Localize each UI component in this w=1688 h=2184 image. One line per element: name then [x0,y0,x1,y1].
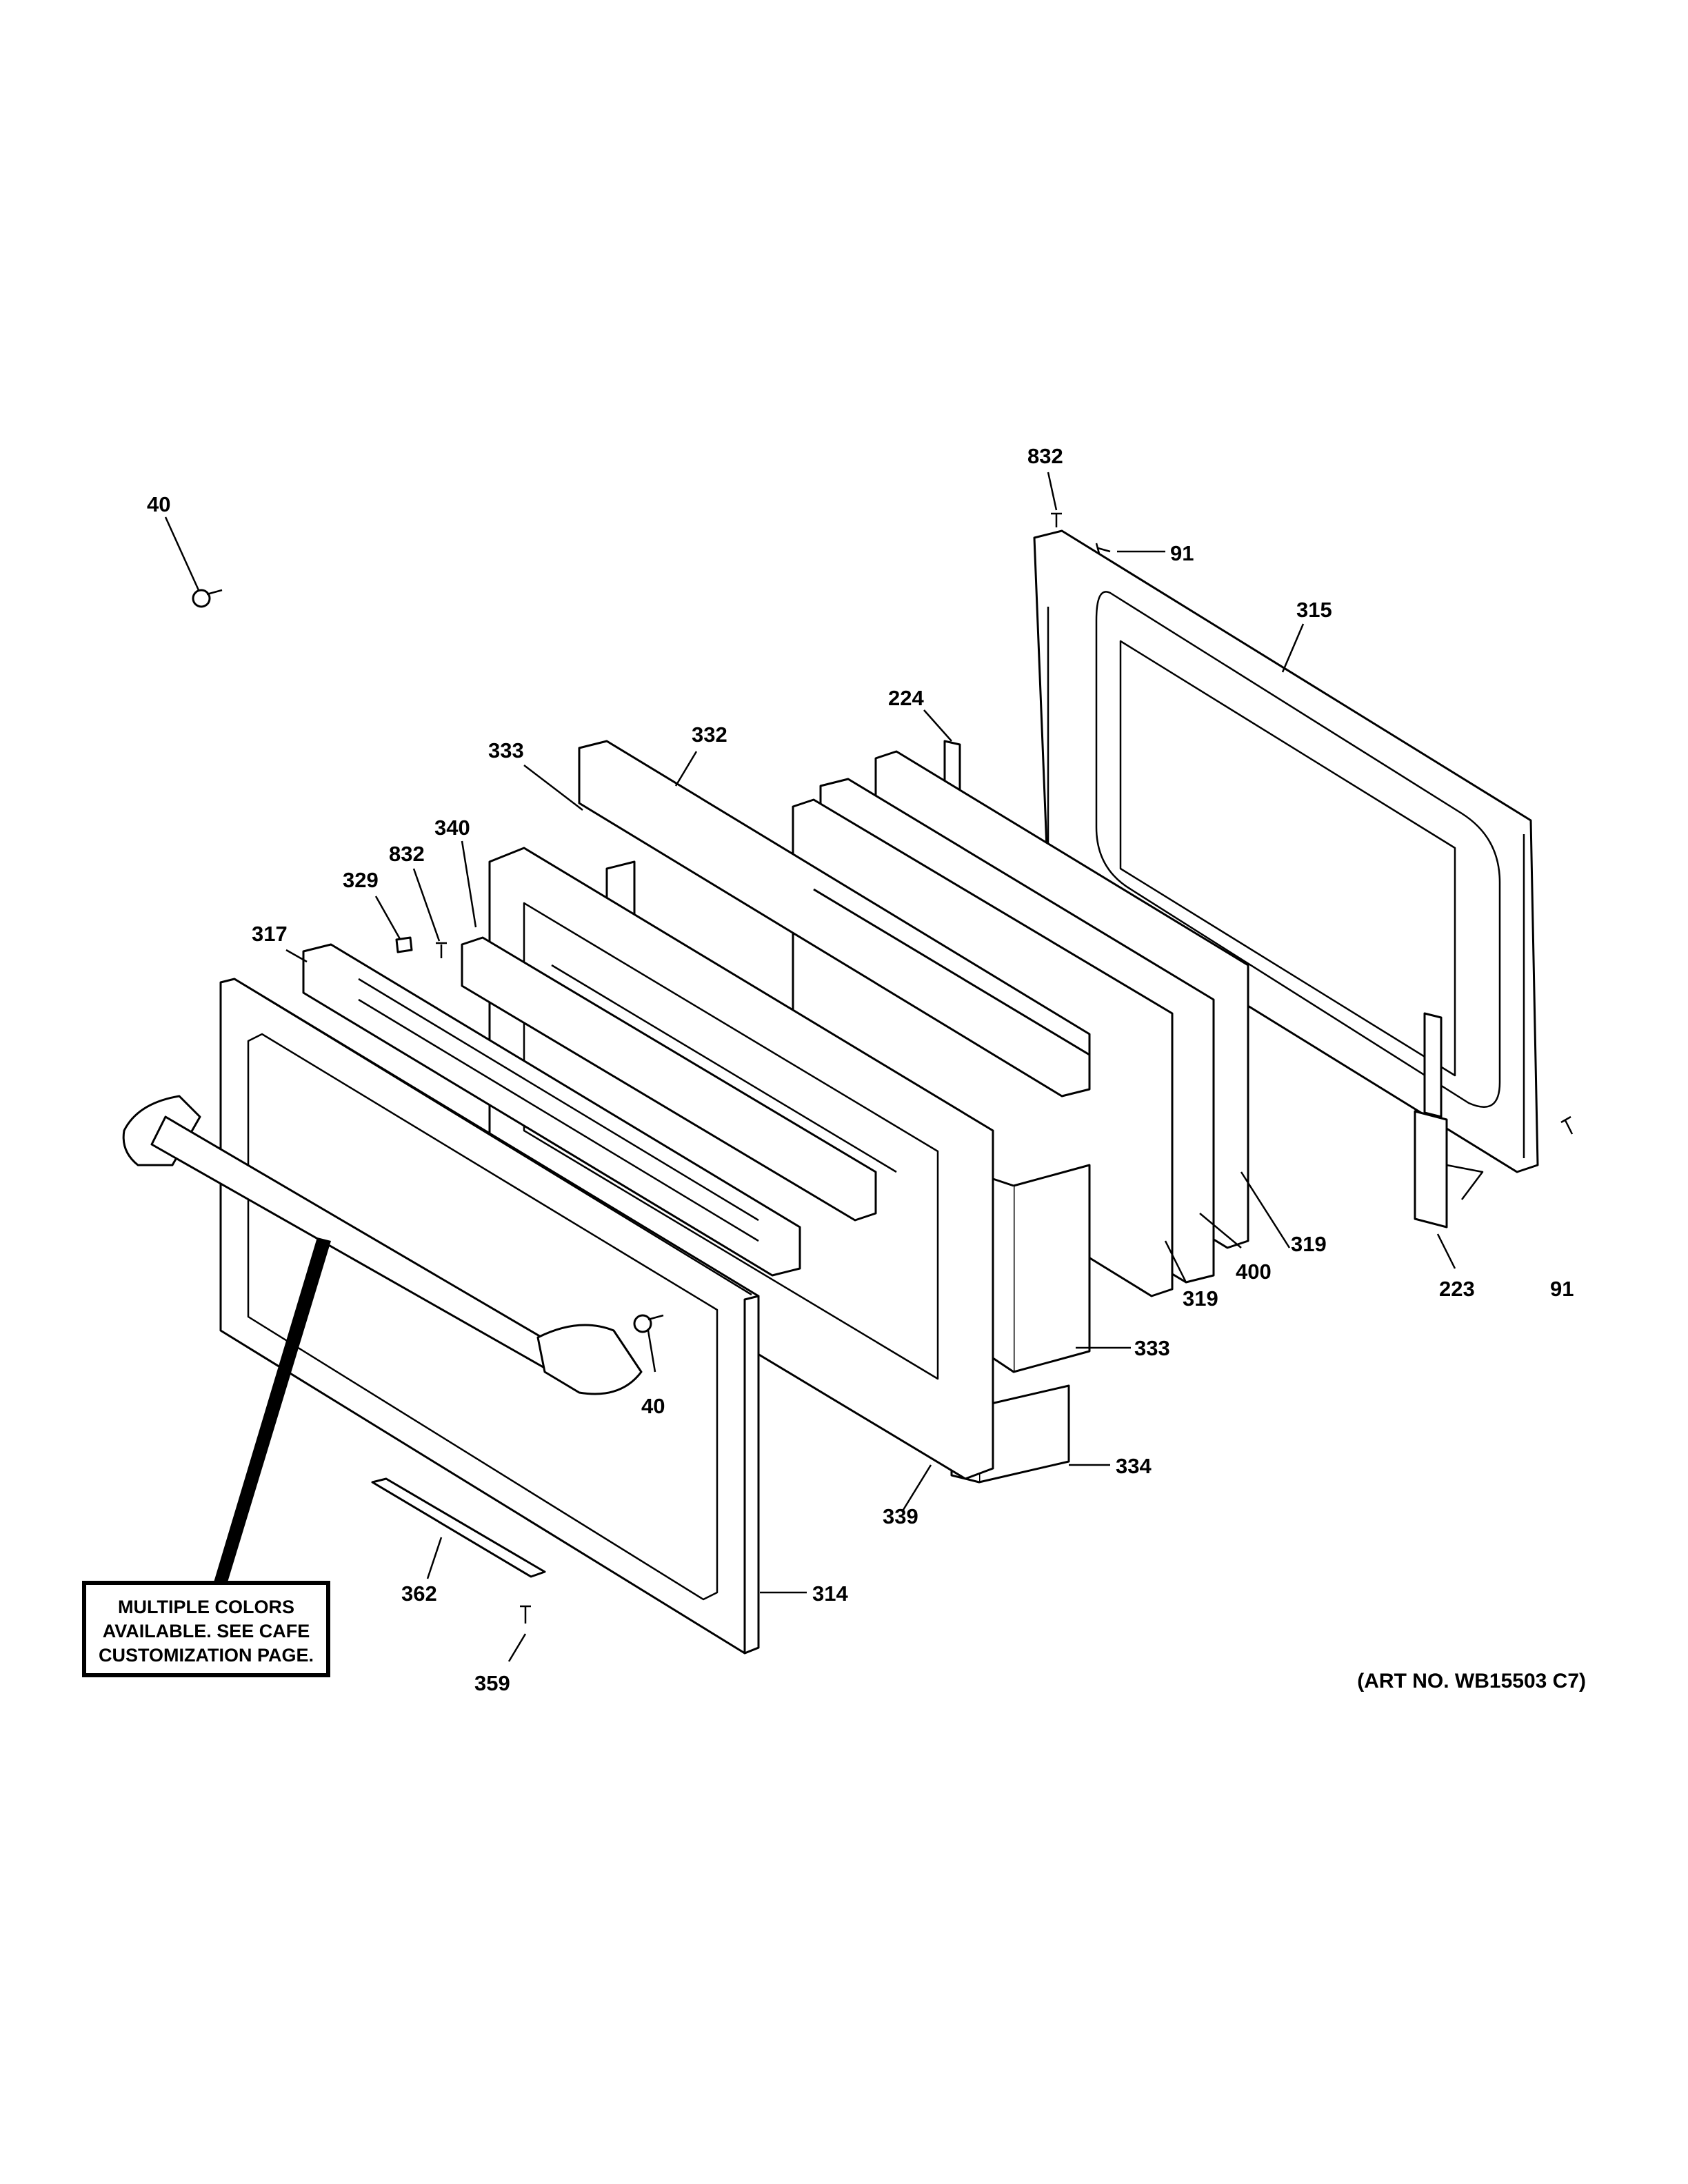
callout-333-top: 333 [488,738,524,762]
part-832-screw-left [436,942,447,958]
leader-lines [164,472,1456,1662]
callout-223: 223 [1439,1277,1475,1301]
callout-314: 314 [812,1581,848,1606]
callout-333-bottom: 333 [1134,1336,1170,1360]
part-340-heat-shield [461,936,877,1222]
callout-labels: 832 91 315 224 332 333 340 832 329 317 4… [147,444,1574,1695]
part-223-hinge [1414,1012,1484,1228]
callout-40-left: 40 [147,492,170,516]
part-317-vent-trim [302,943,801,1277]
callout-359: 359 [474,1671,510,1695]
part-333-insulation-side [992,1164,1091,1373]
part-91-screw-bottom [1560,1115,1574,1135]
note-line-3: CUSTOMIZATION PAGE. [99,1645,314,1666]
handle [122,1095,643,1395]
part-40-screw-right [633,1314,664,1333]
callout-224: 224 [888,686,924,710]
callout-319-left: 319 [1183,1286,1218,1311]
part-362-bottom-trim [371,1477,546,1578]
part-315-inner-door-frame [1033,529,1539,1173]
callout-319-right: 319 [1291,1232,1327,1256]
art-number: (ART NO. WB15503 C7) [1357,1670,1586,1692]
note-line-2: AVAILABLE. SEE CAFE [103,1621,310,1641]
callout-91-bottom: 91 [1550,1277,1574,1301]
callout-91-top: 91 [1170,541,1194,565]
part-359-screw [520,1605,531,1624]
callout-315: 315 [1296,598,1332,622]
callout-40-right: 40 [641,1394,665,1418]
callout-339: 339 [883,1504,918,1528]
part-329-clip [395,936,413,953]
part-832-screw-top [1051,512,1062,527]
callout-400: 400 [1236,1260,1272,1284]
callout-832-top: 832 [1027,444,1063,468]
part-91-screw-top [1095,543,1111,554]
callout-329: 329 [343,868,379,892]
callout-332: 332 [692,722,727,747]
callout-334: 334 [1116,1454,1152,1478]
part-40-screw-left [192,589,223,608]
callout-317: 317 [252,922,288,946]
callout-832-left: 832 [389,842,425,866]
note-line-1: MULTIPLE COLORS [118,1597,294,1617]
callout-362: 362 [401,1581,437,1606]
multiple-colors-note: MULTIPLE COLORS AVAILABLE. SEE CAFE CUST… [82,1581,330,1677]
callout-340: 340 [434,816,470,840]
